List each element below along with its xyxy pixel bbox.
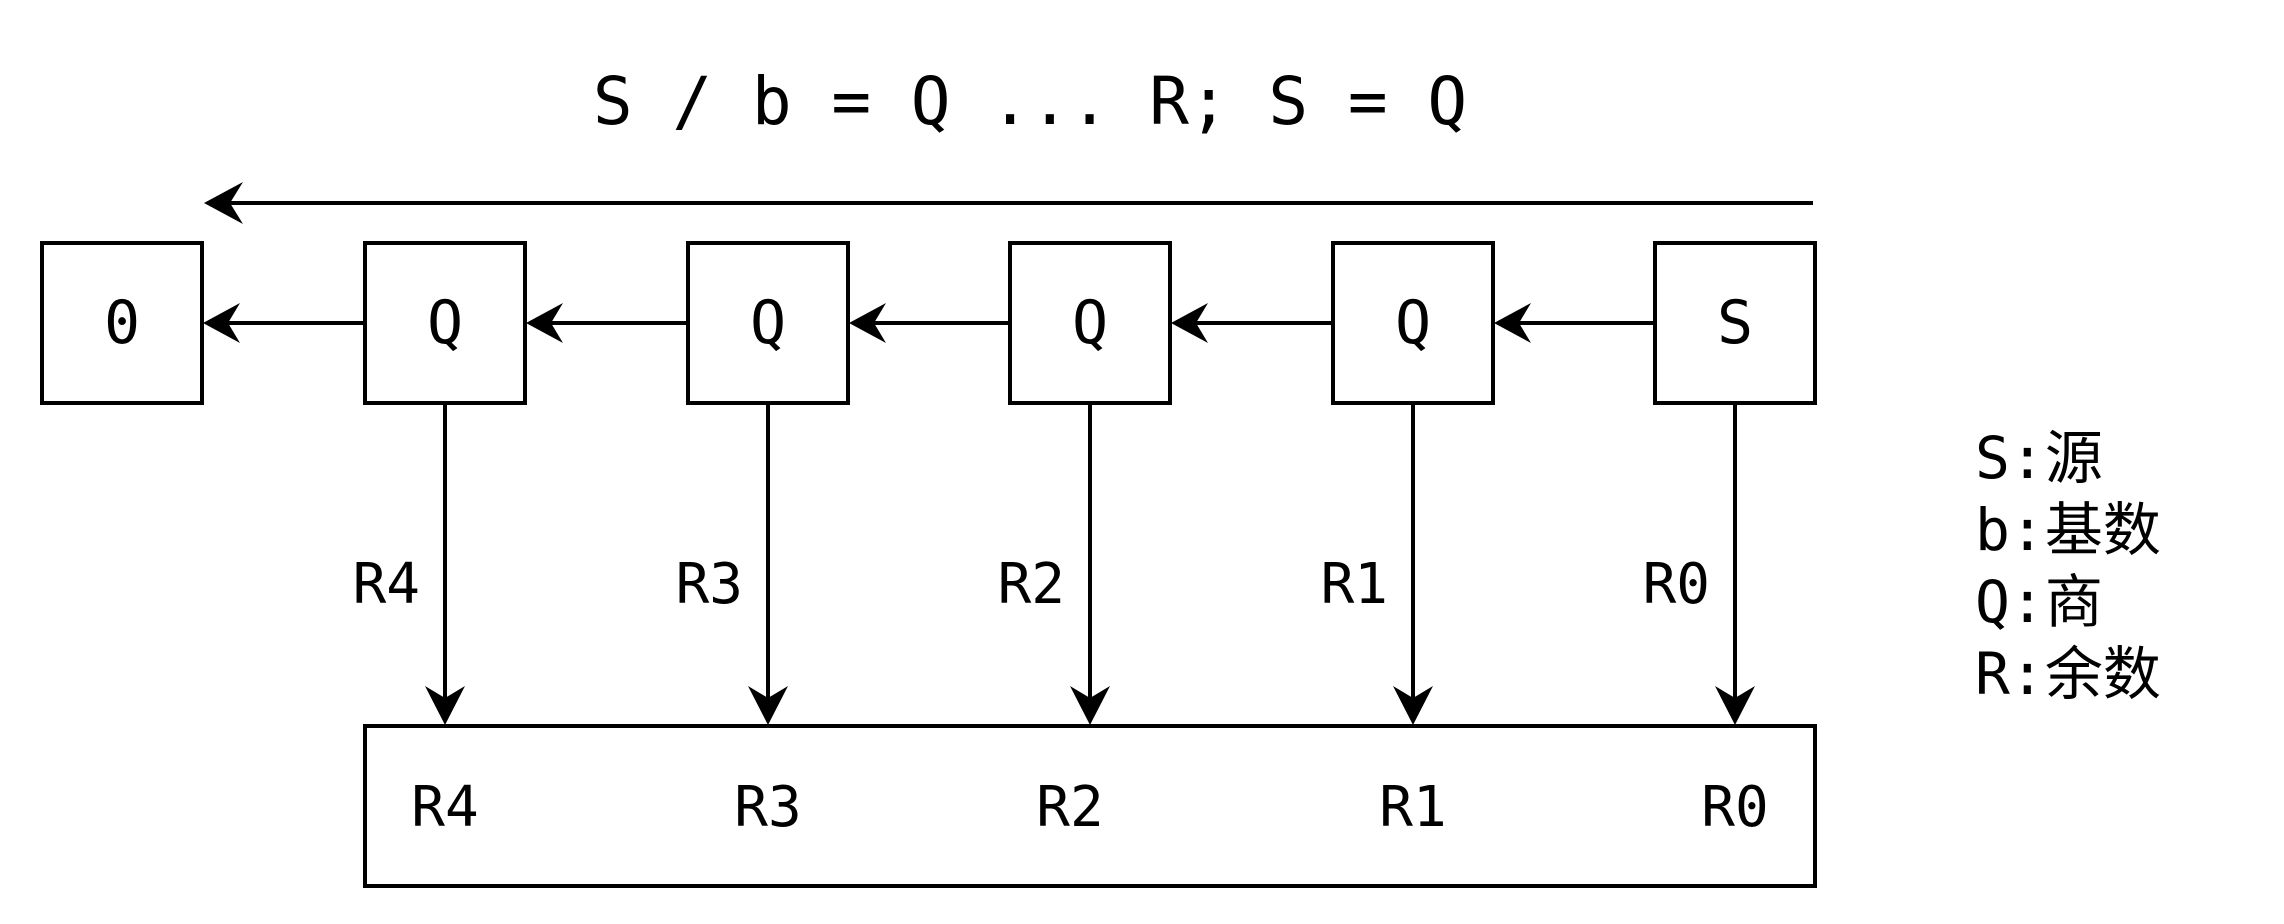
remainder-label: R4 (353, 552, 420, 617)
chain-arrowhead (1171, 303, 1208, 343)
remainder-arrow-r1: R1 (1321, 403, 1433, 725)
legend: S:源 b:基数 Q:商 R:余数 (1975, 422, 2275, 710)
chain-box-label: S (1717, 288, 1753, 358)
result-item: R2 (1036, 775, 1103, 840)
remainder-arrow-r2: R2 (998, 403, 1110, 725)
chain-box-label: 0 (104, 288, 140, 358)
legend-item-source: S:源 (1975, 424, 2103, 492)
remainder-label: R2 (998, 552, 1065, 617)
legend-item-remainder: R:余数 (1975, 640, 2161, 708)
remainder-label: R0 (1643, 552, 1710, 617)
remainder-arrow-r0: R0 (1643, 403, 1755, 725)
chain-box-label: Q (750, 288, 786, 358)
direction-arrowhead (204, 182, 243, 224)
chain-box-label: Q (1072, 288, 1108, 358)
chain-arrowhead (1494, 303, 1531, 343)
remainder-arrow-r4: R4 (353, 403, 465, 725)
direction-arrow (204, 182, 1813, 224)
remainder-label: R3 (676, 552, 743, 617)
legend-item-quotient: Q:商 (1975, 568, 2103, 636)
remainder-label: R1 (1321, 552, 1388, 617)
legend-item-base: b:基数 (1975, 496, 2161, 564)
chain-arrowhead (849, 303, 886, 343)
chain-box-q2: Q (1008, 241, 1172, 405)
chain-box-label: Q (427, 288, 463, 358)
result-item: R4 (411, 775, 478, 840)
chain-box-zero: 0 (40, 241, 204, 405)
chain-box-label: Q (1395, 288, 1431, 358)
result-item: R0 (1701, 775, 1768, 840)
chain-box-q3: Q (686, 241, 850, 405)
chain-box-q4: Q (363, 241, 527, 405)
chain-arrows (203, 303, 1655, 343)
chain-box-q1: Q (1331, 241, 1495, 405)
chain-box-source: S (1653, 241, 1817, 405)
formula-title: S / b = Q ... R; S = Q (593, 63, 1467, 140)
result-box: R4 R3 R2 R1 R0 (363, 724, 1817, 888)
result-item: R1 (1379, 775, 1446, 840)
chain-arrowhead (526, 303, 563, 343)
chain-arrowhead (203, 303, 240, 343)
result-item: R3 (734, 775, 801, 840)
remainder-arrow-r3: R3 (676, 403, 788, 725)
